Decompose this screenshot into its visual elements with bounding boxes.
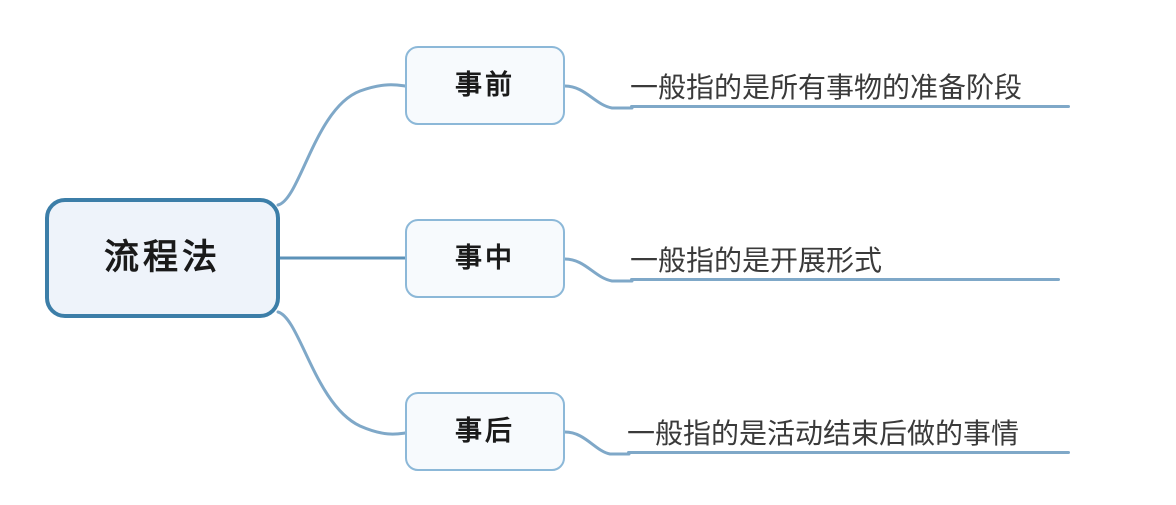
connector-branch-1-to-leaf-1: [563, 257, 634, 283]
connector-root-to-branch-0: [276, 83, 407, 207]
connector-branch-0-to-leaf-0: [563, 84, 634, 110]
branch-node-1-label: 事中: [455, 243, 515, 274]
root-node-label: 流程法: [103, 237, 221, 278]
leaf-node-1-underline: [630, 278, 1060, 281]
connector-branch-2-to-leaf-2: [563, 430, 631, 456]
root-node[interactable]: 流程法: [45, 198, 280, 318]
leaf-node-0-underline: [630, 105, 1070, 108]
leaf-node-2-text: 一般指的是活动结束后做的事情: [627, 417, 1020, 450]
leaf-node-1-text: 一般指的是开展形式: [630, 244, 883, 277]
leaf-node-2-underline: [627, 451, 1070, 454]
branch-node-2[interactable]: 事后: [405, 392, 565, 471]
branch-node-0[interactable]: 事前: [405, 46, 565, 125]
branch-node-2-label: 事后: [455, 416, 515, 447]
connector-root-to-branch-2: [276, 310, 407, 436]
leaf-node-2[interactable]: 一般指的是活动结束后做的事情: [627, 408, 1070, 454]
branch-node-1[interactable]: 事中: [405, 219, 565, 298]
leaf-node-0-text: 一般指的是所有事物的准备阶段: [630, 71, 1023, 104]
leaf-node-1[interactable]: 一般指的是开展形式: [630, 235, 1060, 281]
branch-node-0-label: 事前: [455, 70, 515, 101]
leaf-node-0[interactable]: 一般指的是所有事物的准备阶段: [630, 62, 1070, 108]
